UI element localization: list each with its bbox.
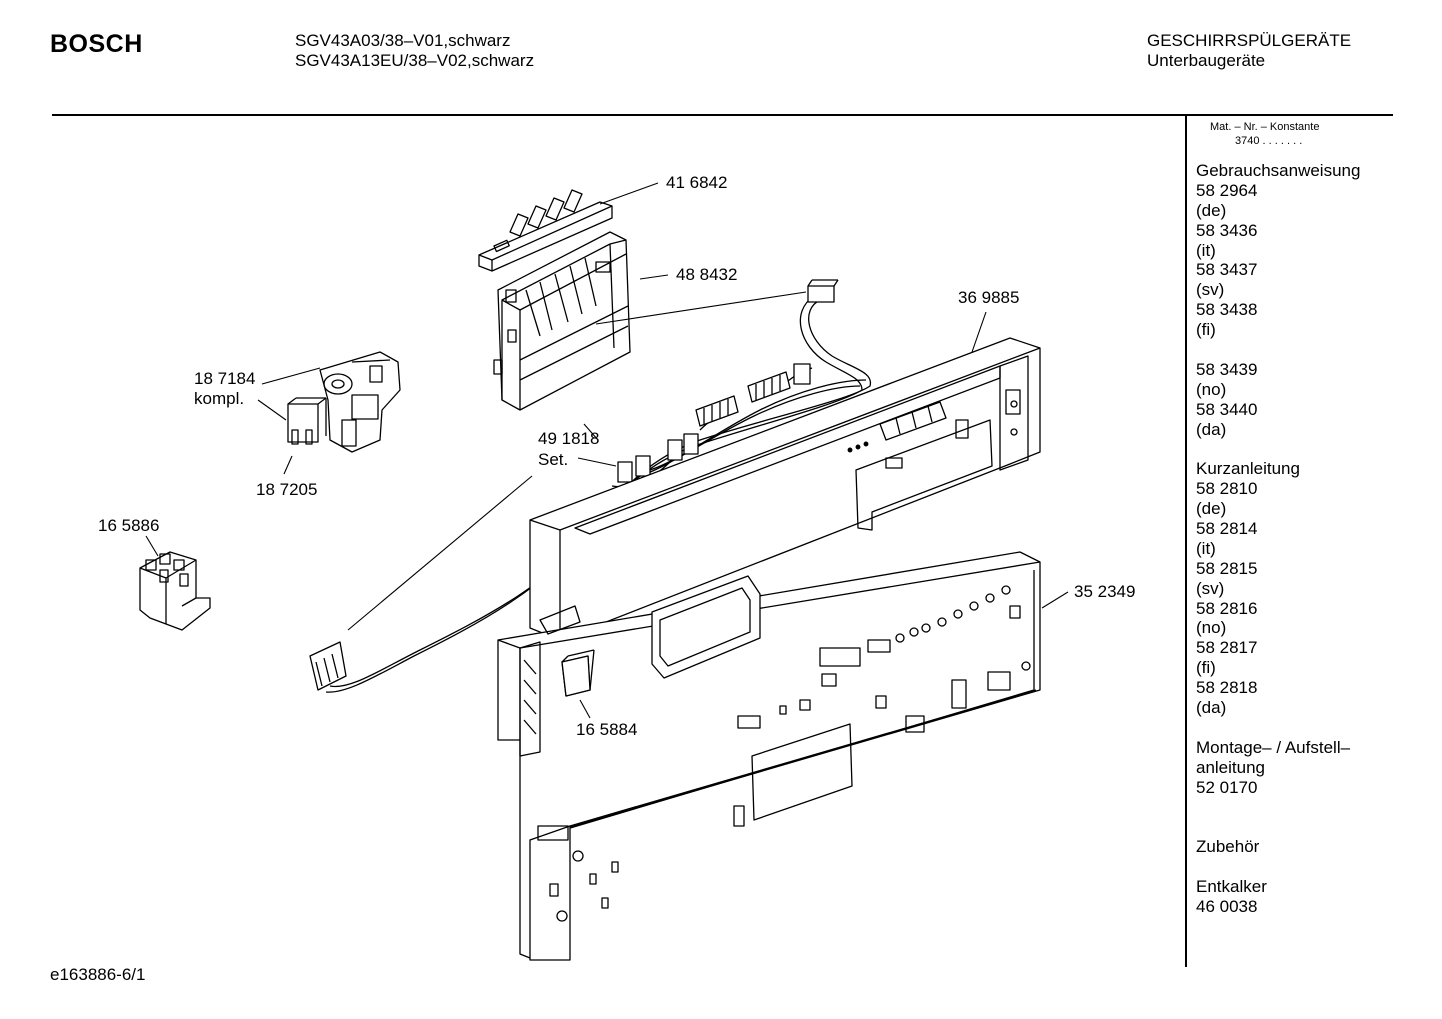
documentation-line: anleitung [1196,757,1266,777]
documentation-line: Montage– / Aufstell– [1196,737,1351,757]
model-line-2: SGV43A13EU/38–V02,schwarz [295,51,535,70]
documentation-line: 58 2810 [1196,479,1258,499]
part-label-187184: 18 7184 [194,369,255,388]
documentation-line: (de) [1196,200,1227,220]
leader-lines [145,182,1069,719]
documentation-line [1196,340,1360,360]
documentation-line: 58 2817 [1196,638,1258,658]
part-label-165886: 16 5886 [98,516,159,535]
brand-logo: BOSCH [50,30,143,58]
part-label-491818-set: Set. [538,450,568,469]
documentation-line [1196,439,1360,459]
part-label-369885: 36 9885 [958,288,1019,307]
sidebar-divider [1185,116,1187,967]
documentation-line: 58 3438 [1196,300,1258,320]
documentation-line: (it) [1196,240,1216,260]
documentation-line: 58 2815 [1196,558,1258,578]
part-labels: 41 6842 48 8432 36 9885 18 7184 kompl. 1… [98,173,1135,739]
documentation-line: (no) [1196,379,1227,399]
documentation-line: 58 3440 [1196,399,1258,419]
documentation-line: Zubehör [1196,837,1260,857]
documentation-line: 58 2814 [1196,519,1258,539]
switch-cube-drawing [561,655,591,697]
documentation-line: 58 3436 [1196,220,1258,240]
model-numbers: SGV43A03/38–V01,schwarz SGV43A13EU/38–V0… [295,31,534,71]
appliance-category: GESCHIRRSPÜLGERÄTE Unterbaugeräte [1147,31,1351,71]
model-line-1: SGV43A03/38–V01,schwarz [295,31,511,50]
documentation-line: (sv) [1196,578,1225,598]
documentation-line: (da) [1196,698,1227,718]
solenoid-valve-drawing [287,351,401,453]
button-cover-drawing [478,189,613,272]
documentation-line: (da) [1196,419,1227,439]
wiring-harness-drawing [309,279,871,693]
documentation-line: (de) [1196,499,1227,519]
documentation-line: (fi) [1196,320,1216,340]
documentation-line: 58 2964 [1196,180,1258,200]
part-label-352349: 35 2349 [1074,582,1135,601]
header-divider [52,114,1393,116]
control-panel-drawing [497,551,1041,961]
part-label-165884: 16 5884 [576,720,637,739]
documentation-line: 46 0038 [1196,896,1258,916]
documentation-line: 58 2818 [1196,678,1258,698]
material-number-label: Mat. – Nr. – Konstante [1210,121,1320,133]
exploded-parts-drawing: 41 6842 48 8432 36 9885 18 7184 kompl. 1… [98,173,1135,961]
part-label-491818: 49 1818 [538,429,599,448]
documentation-line: Kurzanleitung [1196,459,1300,479]
part-label-416842: 41 6842 [666,173,727,192]
documentation-line [1196,817,1360,837]
documentation-line [1196,798,1360,818]
documentation-line: (no) [1196,618,1227,638]
control-panel-frame-drawing [529,337,1041,641]
control-module-drawing [493,231,631,411]
documentation-line: 58 3439 [1196,359,1258,379]
material-number-header: Mat. – Nr. – Konstante 3740 . . . . . . … [1210,120,1319,148]
part-label-187205: 18 7205 [256,480,317,499]
documentation-line: (it) [1196,538,1216,558]
documentation-line [1196,718,1360,738]
part-label-187184-kompl: kompl. [194,389,244,408]
documentation-line: (sv) [1196,280,1225,300]
part-label-488432: 48 8432 [676,265,737,284]
documentation-line: 52 0170 [1196,777,1258,797]
documentation-line: (fi) [1196,658,1216,678]
relay-drawing [139,551,211,631]
category-line-1: GESCHIRRSPÜLGERÄTE [1147,31,1352,50]
material-number-value: 3740 . . . . . . . [1235,135,1303,147]
documentation-line [1196,857,1360,877]
documentation-line: 58 3437 [1196,260,1258,280]
documentation-line: 58 2816 [1196,598,1258,618]
drawing-id: e163886-6/1 [50,965,146,984]
documentation-line: Gebrauchsanweisung [1196,161,1361,180]
documentation-line: Entkalker [1196,877,1267,897]
category-line-2: Unterbaugeräte [1147,51,1266,70]
